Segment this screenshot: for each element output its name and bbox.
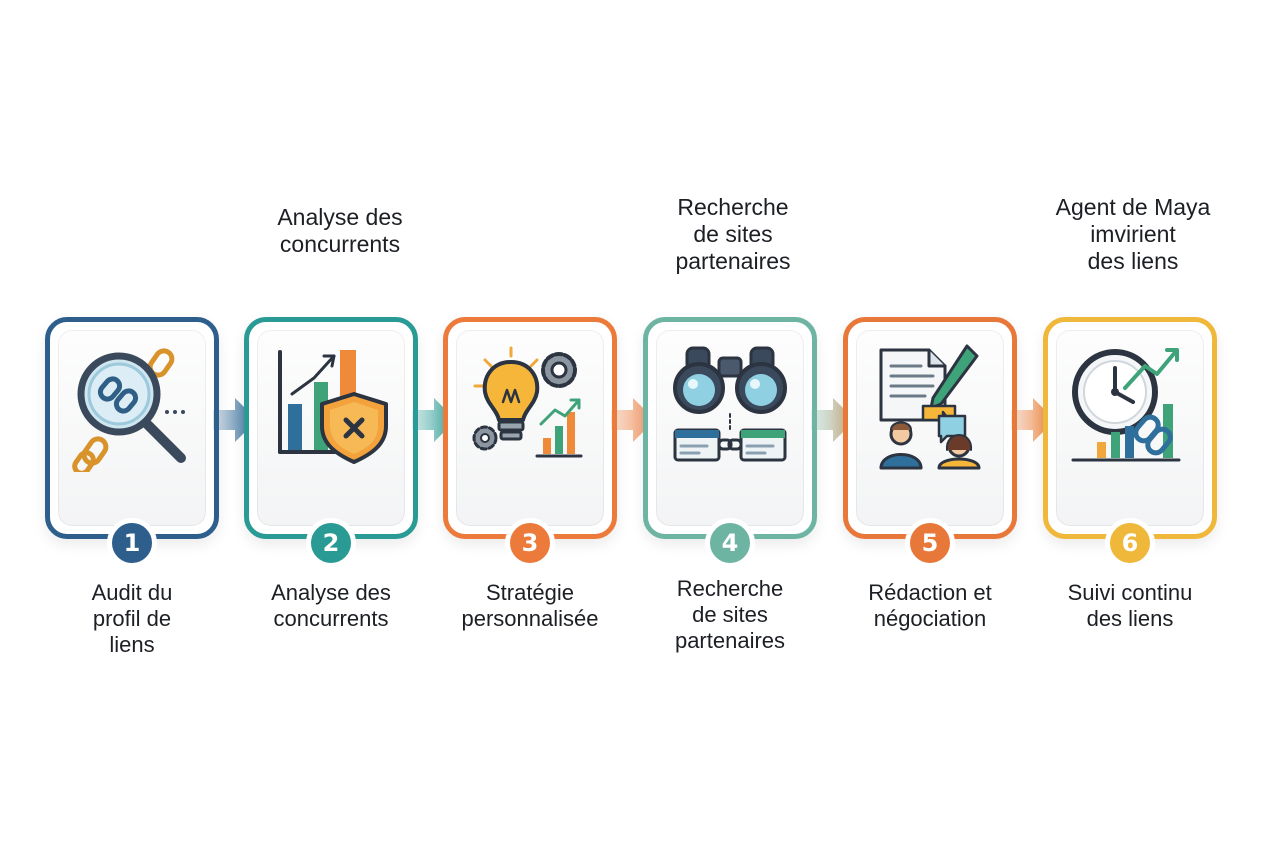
lightbulb-gears-icon [472, 346, 583, 458]
step-label-6: Suivi continu des liens [1067, 580, 1193, 631]
magnifier-chain-icon [72, 348, 186, 472]
step-number-badge: 4 [705, 518, 755, 568]
step-card-1: 1 [45, 317, 219, 568]
clock-chart-link-icon [1071, 348, 1181, 462]
step-card-4: 4 [643, 317, 817, 568]
step-card-5: 5 [843, 317, 1017, 568]
step-number-badge: 1 [107, 518, 157, 568]
top-label-step-4: Recherche de sites partenaires [675, 194, 791, 274]
chart-shield-icon [278, 350, 388, 464]
step-label-2: Analyse des concurrents [271, 580, 391, 631]
step-label-3: Stratégie personnalisée [461, 580, 599, 631]
step-number-badge: 2 [306, 518, 356, 568]
step-number-badge: 5 [905, 518, 955, 568]
step-number-badge: 6 [1105, 518, 1155, 568]
step-number-badge: 3 [505, 518, 555, 568]
step-card-3: 3 [443, 317, 617, 568]
step-label-1: Audit du profil de liens [91, 580, 173, 657]
binoculars-icon [673, 346, 787, 462]
step-card-2: 2 [244, 317, 418, 568]
top-label-step-6: Agent de Maya imvirient des liens [1055, 194, 1211, 274]
step-label-5: Rédaction et négociation [868, 580, 992, 631]
step-card-6: 6 [1043, 317, 1217, 568]
step-label-4: Recherche de sites partenaires [674, 576, 786, 653]
document-people-icon [879, 344, 981, 470]
top-label-step-2: Analyse des concurrents [277, 204, 403, 257]
